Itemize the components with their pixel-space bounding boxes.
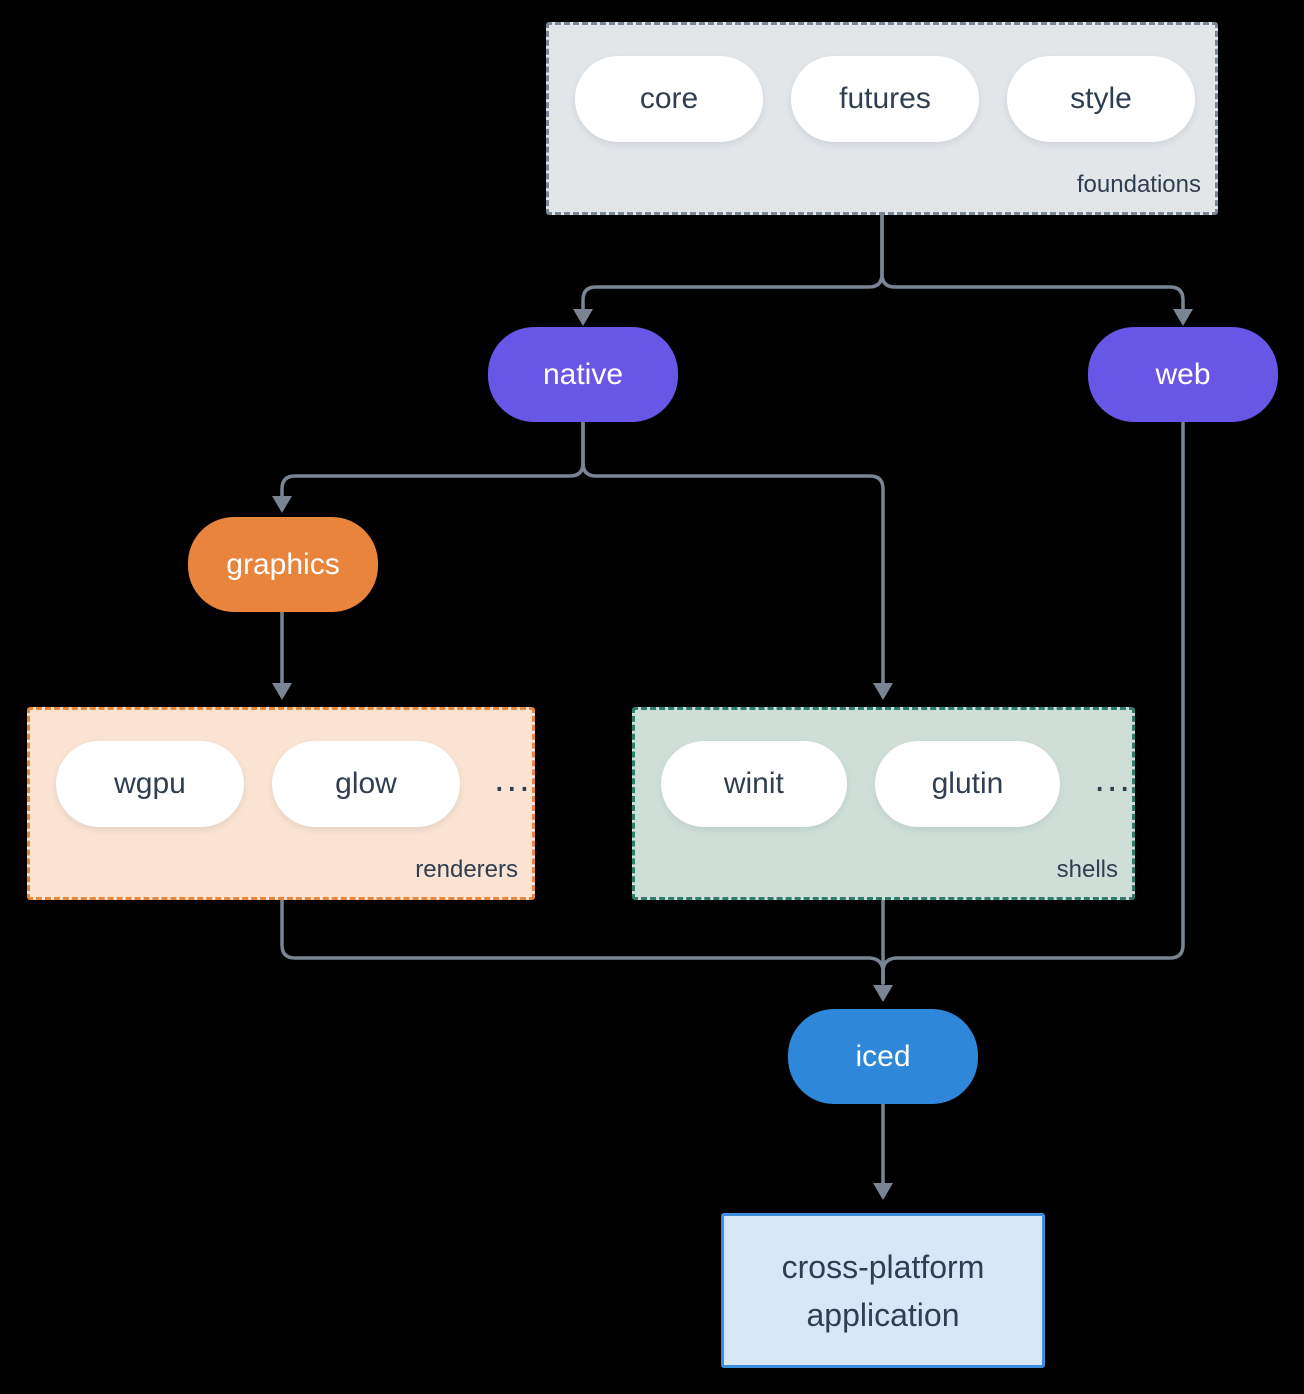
shells-pill-row: winit glutin ... bbox=[635, 710, 1132, 827]
edge-foundations-native bbox=[581, 213, 884, 311]
group-label-renderers: renderers bbox=[415, 856, 518, 883]
node-glow: glow bbox=[272, 741, 460, 827]
node-native: native bbox=[488, 327, 678, 422]
renderers-pill-row: wgpu glow ... bbox=[30, 710, 532, 827]
node-core: core bbox=[575, 56, 763, 142]
app-label-line1: cross-platform bbox=[781, 1248, 985, 1285]
node-glutin: glutin bbox=[874, 741, 1061, 827]
edge-native-shells bbox=[581, 420, 885, 685]
edge-foundations-web bbox=[880, 213, 1185, 311]
node-winit: winit bbox=[661, 741, 847, 827]
arrowhead-graphics bbox=[272, 496, 292, 513]
node-cross-platform-application: cross-platform application bbox=[721, 1213, 1045, 1368]
node-wgpu: wgpu bbox=[56, 741, 244, 827]
node-style: style bbox=[1007, 56, 1195, 142]
group-label-foundations: foundations bbox=[1076, 171, 1201, 198]
shells-ellipsis: ... bbox=[1094, 757, 1132, 800]
arrowhead-renderers bbox=[272, 683, 292, 700]
node-iced: iced bbox=[788, 1009, 978, 1104]
foundations-pill-row: core futures style bbox=[549, 25, 1215, 142]
arrowhead-web bbox=[1173, 309, 1193, 326]
node-web: web bbox=[1088, 327, 1278, 422]
renderers-ellipsis: ... bbox=[494, 757, 532, 800]
group-foundations: core futures style foundations bbox=[546, 22, 1218, 215]
arrowhead-iced bbox=[873, 985, 893, 1002]
edge-renderers-iced bbox=[280, 898, 885, 985]
arrowhead-shells bbox=[873, 683, 893, 700]
app-label-line2: application bbox=[806, 1296, 960, 1333]
arrowhead-app bbox=[873, 1183, 893, 1200]
group-shells: winit glutin ... shells bbox=[632, 707, 1135, 900]
group-renderers: wgpu glow ... renderers bbox=[27, 707, 535, 900]
node-futures: futures bbox=[791, 56, 979, 142]
arrowhead-native bbox=[573, 309, 593, 326]
node-graphics: graphics bbox=[188, 517, 378, 612]
group-label-shells: shells bbox=[1056, 856, 1118, 883]
edge-native-graphics bbox=[280, 420, 585, 498]
